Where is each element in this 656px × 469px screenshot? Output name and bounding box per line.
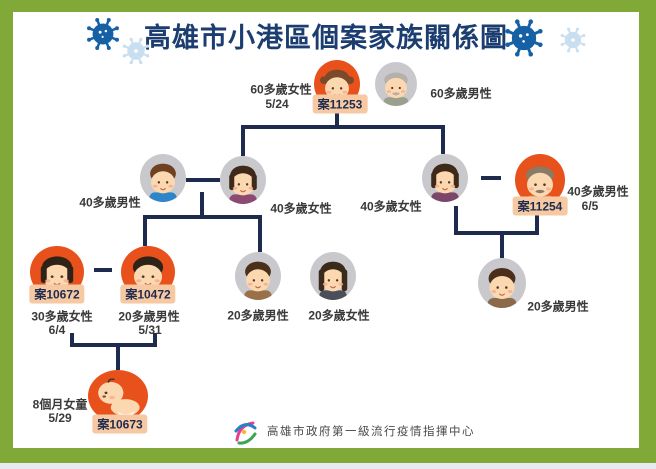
person-age-man-20-right: 20多歲男性 xyxy=(527,299,589,314)
person-woman-20-mid xyxy=(310,252,356,305)
person-woman-40-right xyxy=(422,154,468,207)
person-age-case-10672: 30多歲女性 xyxy=(31,309,93,324)
avatar-man-20-right xyxy=(478,258,526,308)
person-man-60 xyxy=(375,62,417,111)
avatar-woman-40-left xyxy=(220,156,266,204)
relationship-line-8 xyxy=(258,215,262,252)
relationship-line-15 xyxy=(454,206,458,235)
person-age-man-20-mid: 20多歲男性 xyxy=(227,308,289,323)
person-date-case-11254: 6/5 xyxy=(581,199,599,213)
footer: 高雄市政府第一級流行疫情指揮中心 xyxy=(232,416,475,446)
relationship-line-13 xyxy=(116,343,120,370)
case-badge-case-11253: 案11253 xyxy=(312,94,368,114)
virus-icon-dark-2 xyxy=(503,17,545,64)
avatar-man-60 xyxy=(375,62,417,106)
avatar-woman-40-right xyxy=(422,154,468,202)
person-date-case-10673: 5/29 xyxy=(48,411,72,425)
person-age-woman-40-left: 40多歲女性 xyxy=(270,201,332,216)
relationship-line-12 xyxy=(70,343,157,347)
kaohsiung-logo xyxy=(234,421,257,445)
relationship-line-17 xyxy=(454,231,539,235)
relationship-line-0 xyxy=(335,111,339,127)
person-age-case-11254: 40多歲男性 xyxy=(567,184,629,199)
person-woman-40-left xyxy=(220,156,266,209)
person-case-10673 xyxy=(88,370,148,427)
relationship-line-18 xyxy=(500,231,504,258)
relationship-line-14 xyxy=(481,176,501,180)
relationship-line-1 xyxy=(241,125,445,129)
relationship-line-2 xyxy=(241,125,245,156)
avatar-case-10673 xyxy=(88,370,148,422)
person-age-case-11253: 60多歲女性 xyxy=(250,82,312,97)
person-man-20-right xyxy=(478,258,526,313)
person-age-case-10673: 8個月女童 xyxy=(32,397,88,412)
footer-org-text: 高雄市政府第一級流行疫情指揮中心 xyxy=(267,426,475,438)
case-badge-case-11254: 案11254 xyxy=(512,196,568,216)
person-age-woman-40-right: 40多歲女性 xyxy=(360,199,422,214)
person-age-case-10472: 20多歲男性 xyxy=(118,309,180,324)
relationship-line-6 xyxy=(143,215,262,219)
relationship-line-5 xyxy=(200,192,204,219)
relationship-line-9 xyxy=(94,268,112,272)
person-man-20-mid xyxy=(235,252,281,305)
virus-icon-light-3 xyxy=(559,26,587,59)
relationship-line-3 xyxy=(441,125,445,154)
person-man-40-left xyxy=(140,154,186,207)
person-age-man-60: 60多歲男性 xyxy=(430,86,492,101)
avatar-woman-20-mid xyxy=(310,252,356,300)
bottom-strip xyxy=(0,463,656,469)
relationship-line-16 xyxy=(535,211,539,235)
relationship-line-11 xyxy=(153,333,157,347)
virus-icon-light-1 xyxy=(121,36,151,71)
relationship-line-10 xyxy=(70,333,74,347)
person-age-woman-20-mid: 20多歲女性 xyxy=(308,308,370,323)
publish-bar: 發布日期：110.6.6 xyxy=(0,448,656,463)
person-date-case-10672: 6/4 xyxy=(48,323,66,337)
avatar-man-40-left xyxy=(140,154,186,202)
case-badge-case-10672: 案10672 xyxy=(29,284,85,304)
avatar-man-20-mid xyxy=(235,252,281,300)
case-badge-case-10673: 案10673 xyxy=(92,414,148,434)
virus-icon-dark-0 xyxy=(85,16,121,57)
relationship-line-4 xyxy=(186,178,220,182)
person-age-man-40-left: 40多歲男性 xyxy=(79,195,141,210)
case-badge-case-10472: 案10472 xyxy=(120,284,176,304)
page-title: 高雄市小港區個案家族關係圖 xyxy=(144,23,508,53)
relationship-line-7 xyxy=(143,215,147,246)
person-date-case-11253: 5/24 xyxy=(265,97,289,111)
person-date-case-10472: 5/31 xyxy=(138,323,162,337)
